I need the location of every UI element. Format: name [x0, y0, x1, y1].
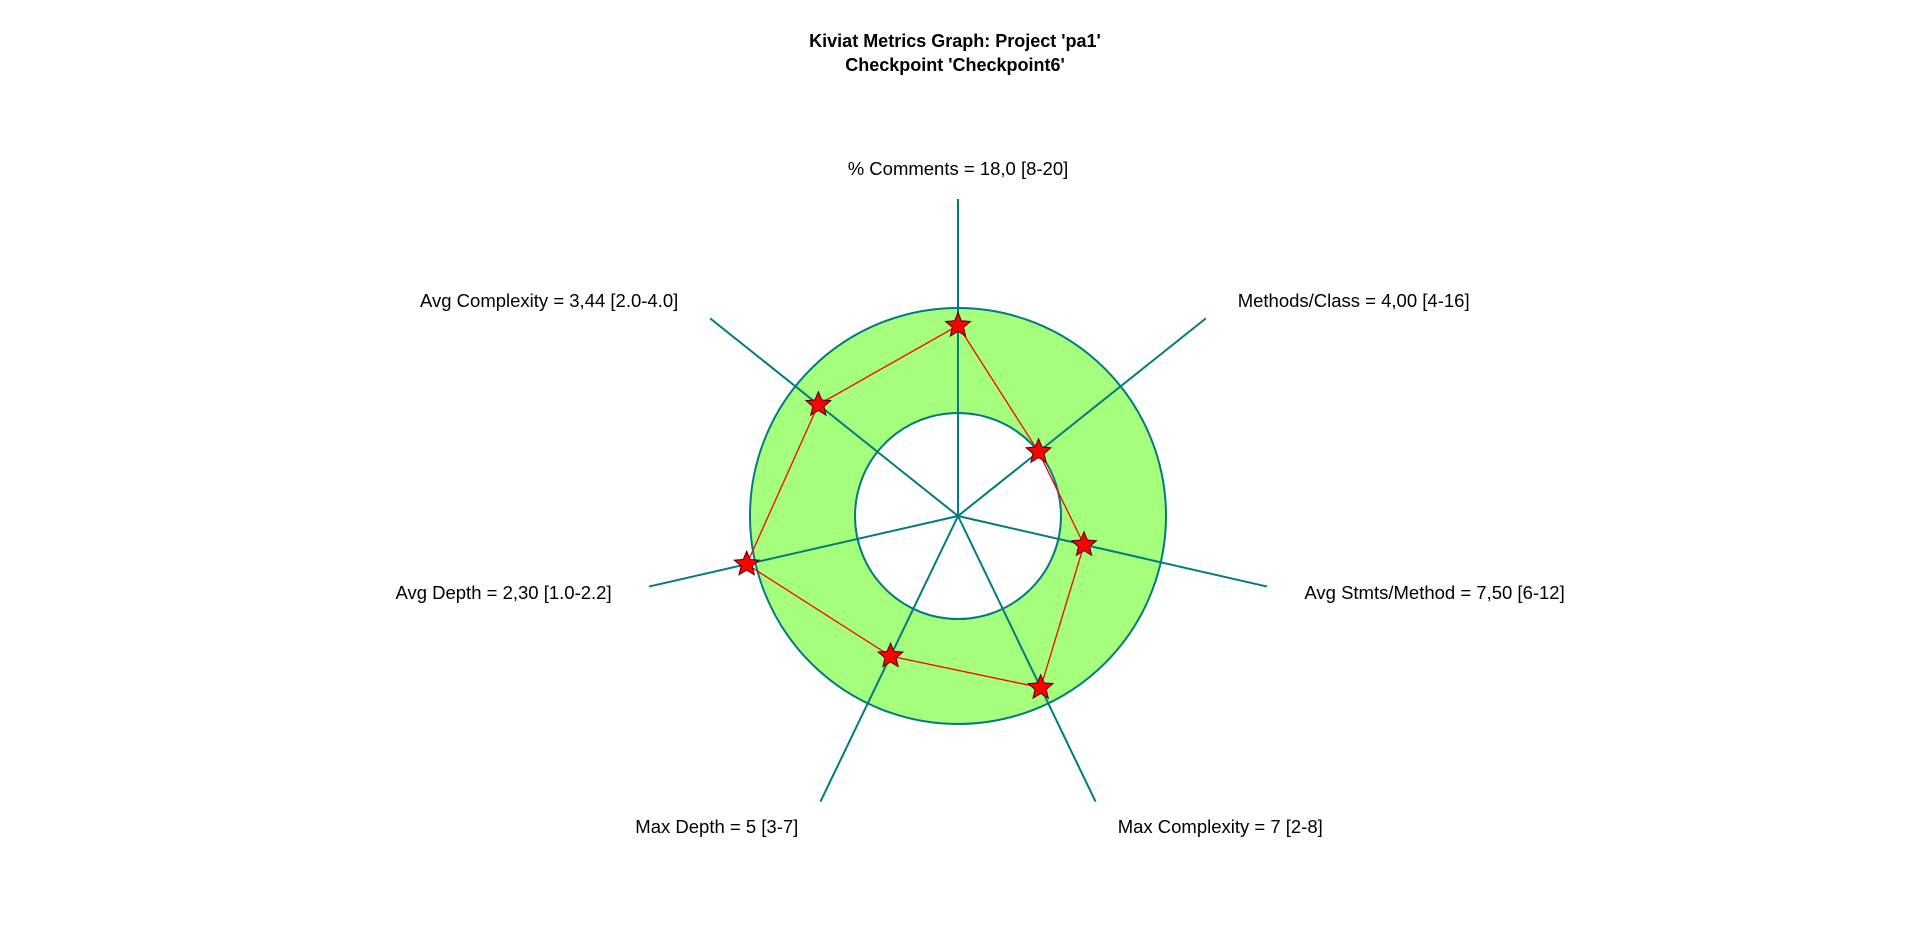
data-point-avg-complexity — [804, 390, 832, 417]
normal-range-band-fill — [750, 308, 1166, 724]
data-point-max-depth — [876, 641, 905, 668]
axis-labels: % Comments = 18,0 [8-20] Methods/Class = … — [395, 158, 1564, 837]
axis-methods-class — [957, 317, 1207, 517]
series-line — [745, 324, 1085, 689]
axis-max-complexity — [957, 515, 1097, 803]
axis-label-avg-depth: Avg Depth = 2,30 [1.0-2.2] — [395, 582, 611, 603]
axis-label-max-depth: Max Depth = 5 [3-7] — [635, 816, 798, 837]
axis-label-avg-complexity: Avg Complexity = 3,44 [2.0-4.0] — [420, 290, 678, 311]
axis-label-methods-class: Methods/Class = 4,00 [4-16] — [1238, 290, 1470, 311]
value-series — [733, 311, 1098, 700]
data-point-comments — [944, 311, 972, 338]
chart-subtitle: Checkpoint 'Checkpoint6' — [845, 55, 1065, 75]
axis-avg-stmts-method — [957, 515, 1268, 588]
axis-label-comments: % Comments = 18,0 [8-20] — [848, 158, 1069, 179]
axis-avg-depth — [648, 515, 959, 588]
data-point-avg-depth — [733, 549, 761, 576]
axis-avg-complexity — [709, 317, 959, 517]
axis-label-max-complexity: Max Complexity = 7 [2-8] — [1118, 816, 1323, 837]
data-point-avg-stmts-method — [1070, 530, 1098, 557]
data-point-methods-class — [1024, 437, 1053, 464]
axis-label-avg-stmts-method: Avg Stmts/Method = 7,50 [6-12] — [1304, 582, 1564, 603]
chart-title: Kiviat Metrics Graph: Project 'pa1' — [809, 31, 1101, 51]
data-point-max-complexity — [1027, 673, 1055, 700]
